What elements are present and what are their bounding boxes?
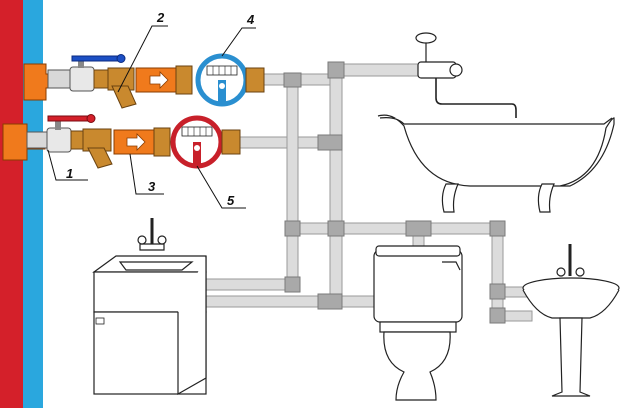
bathtub [377,32,615,213]
callout-1: 1 [66,166,73,181]
tee-fitting [327,61,345,79]
leader-line-2 [117,25,168,93]
cabinet-side [177,256,207,396]
flow-arrow-icon [126,133,146,151]
tee-fitting [327,220,345,237]
toilet [373,245,463,401]
cold-line-assembly [47,53,265,109]
red-valve-handle [47,115,91,122]
faucet-handle [575,267,585,277]
bathtub-foot-left [441,183,459,213]
meter-stripe [193,142,201,166]
main-risers [0,0,53,408]
leader-line-3 [129,153,164,195]
pipe-to-bath-mixer [339,63,419,77]
brass-nut [221,129,241,155]
meter-center-dot [194,145,200,151]
hot-line-assembly [26,114,241,169]
vanity-basin [118,261,194,271]
faucet-base [139,243,165,251]
pipe-toilet-branch [294,222,506,235]
valve-stem [78,58,84,68]
flow-arrow-icon [149,71,169,89]
pipe-sink-hot [205,295,387,308]
bathtub-foot-right [537,183,555,213]
tee-fitting [284,276,301,293]
tee-fitting [489,283,506,300]
blue-valve-handle [71,55,121,62]
brass-nut [245,67,265,93]
water-meter-icon [206,65,238,76]
toilet-bowl [383,331,451,401]
strainer-body-hot [82,128,112,152]
callouts: 2 4 1 3 5 [47,10,256,209]
shower-head-icon [415,32,437,44]
basin-pedestal [551,317,591,397]
valve-handle-tip [86,114,96,123]
brass-nut [70,130,84,150]
ball-valve-icon [46,127,72,153]
toilet-seat [379,321,457,333]
leader-line-5 [196,165,246,209]
vanity-sink [92,218,207,396]
pedestal-basin [522,244,620,397]
bathtub-rim-edge [379,117,613,125]
pipe-sink-cold [205,278,297,291]
pipe-riser-hot [329,63,343,307]
valve-handle-tip [116,54,126,63]
callout-5: 5 [227,193,235,208]
toilet-tank [373,249,463,323]
meter-stripe [218,80,226,104]
bathtub-rim [377,114,615,187]
faucet-handle [157,235,167,245]
ball-valve-body-hot [26,131,48,149]
ball-valve-icon [69,66,95,92]
bath-spout [435,78,517,118]
flush-lever-icon [442,261,461,271]
cold-water-riser [23,0,43,408]
water-meter-icon [181,126,213,137]
toilet-lid [375,245,461,257]
valve-stem [55,120,61,130]
tee-fitting [284,220,301,237]
brass-nut [153,127,171,157]
hot-water-riser [0,0,23,408]
ball-valve-body [47,69,71,89]
cabinet-handle [95,317,105,325]
leader-line-4 [221,27,256,57]
faucet-handle [556,267,566,277]
strainer-icon [87,147,113,169]
callout-3: 3 [148,179,156,194]
callout-2: 2 [156,10,165,25]
pipe-riser-cold [286,79,299,286]
distribution-pipes [205,61,533,324]
brass-nut [175,65,193,95]
leader-line-1 [47,149,88,181]
callout-4: 4 [246,12,255,27]
basin-underside [522,289,620,319]
tee-fitting [317,134,343,151]
pipe-basin-riser [491,222,504,316]
tee-fitting [283,72,302,88]
tee-fitting [489,307,506,324]
brass-nut [93,69,109,89]
tee-fitting [489,220,506,237]
meter-center-dot [219,83,225,89]
mixer-handle [449,63,463,77]
faucet-handle [137,235,147,245]
tee-fitting [405,220,432,237]
tee-fitting [317,293,343,310]
